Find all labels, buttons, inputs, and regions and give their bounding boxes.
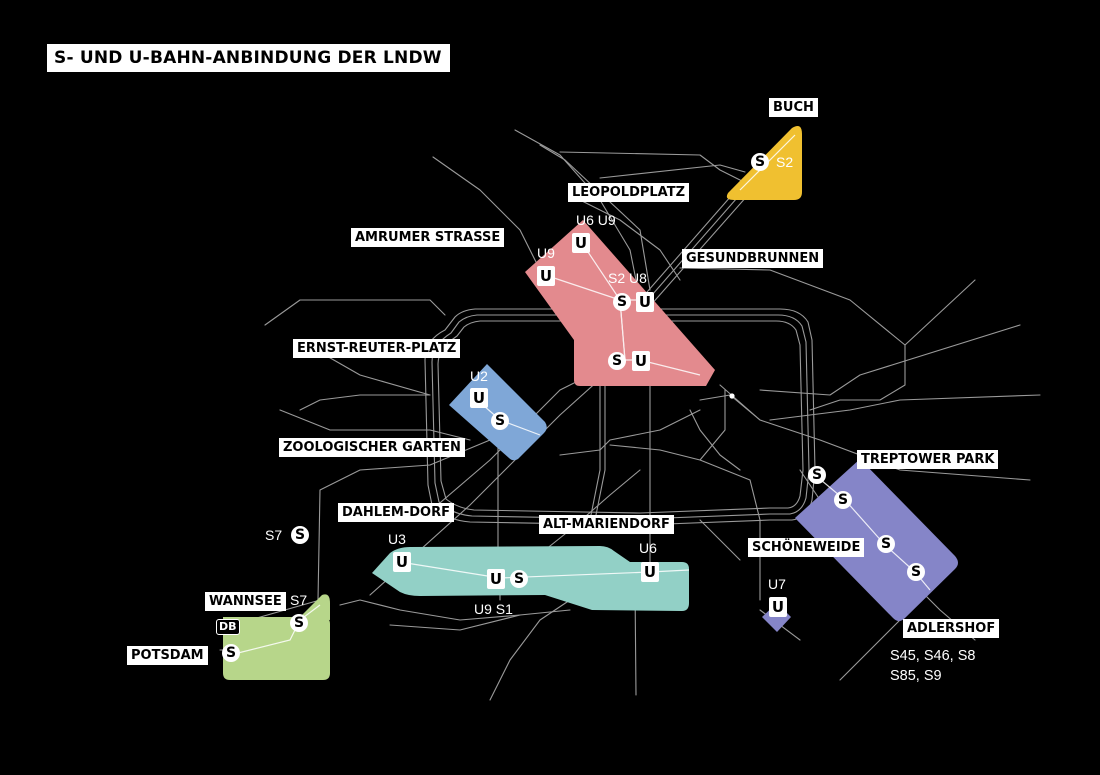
line-label-adlershof-1: S45, S46, S8 — [890, 648, 976, 664]
s-bahn-icon-potsdam: S — [222, 644, 240, 662]
s-bahn-icon-treptower: S — [808, 466, 826, 484]
s-bahn-icon-wedding: S — [608, 352, 626, 370]
u-bahn-icon-alt-mariendorf: U — [641, 562, 659, 582]
u-bahn-icon-ernst-reuter: U — [470, 388, 488, 408]
mariendorf-area — [372, 546, 689, 611]
s-bahn-icon-tempelhof: S — [510, 570, 528, 588]
s-bahn-icon-zoo: S — [491, 412, 509, 430]
line-label-schoeneweide: U7 — [768, 576, 786, 592]
line-label-dahlem: U3 — [388, 531, 406, 547]
line-label-buch: S2 — [776, 154, 794, 170]
station-label-wannsee: WANNSEE — [205, 592, 286, 611]
station-label-amrumer-strasse: AMRUMER STRASSE — [351, 228, 505, 247]
s-bahn-icon-adlershof-3: S — [907, 563, 925, 581]
station-label-adlershof: ADLERSHOF — [903, 619, 1000, 638]
wannsee-area-notch — [300, 594, 330, 620]
u-bahn-icon-gesundbrunnen: U — [636, 292, 654, 312]
station-label-dahlem-dorf: DAHLEM-DORF — [338, 503, 454, 522]
s-bahn-icon-buch: S — [751, 153, 769, 171]
line-label-s7-north: S7 — [265, 527, 283, 543]
station-label-leopoldplatz: LEOPOLDPLATZ — [568, 183, 690, 202]
line-label-adlershof-2: S85, S9 — [890, 668, 942, 684]
line-label-alt-mariendorf: U6 — [639, 540, 657, 556]
line-label-tempelhof: U9 S1 — [474, 601, 513, 617]
station-label-gesundbrunnen: GESUNDBRUNNEN — [682, 249, 824, 268]
wannsee-area — [223, 617, 330, 680]
station-label-treptower-park: TREPTOWER PARK — [857, 450, 999, 469]
s-bahn-icon-wannsee: S — [290, 614, 308, 632]
s-bahn-icon-adlershof-1: S — [834, 491, 852, 509]
line-label-amrumer: U9 — [537, 245, 555, 261]
rail-network — [219, 129, 1041, 701]
u-bahn-icon-leopoldplatz: U — [572, 233, 590, 253]
s-bahn-icon-gesundbrunnen: S — [613, 293, 631, 311]
line-label-leopoldplatz: U6 U9 — [576, 212, 616, 228]
db-icon-wannsee: DB — [216, 619, 240, 635]
map-title: S- UND U-BAHN-ANBINDUNG DER LNDW — [47, 44, 450, 72]
s-bahn-icon-s7-north: S — [291, 526, 309, 544]
station-label-alt-mariendorf: ALT-MARIENDORF — [539, 515, 674, 534]
line-label-ernst-reuter: U2 — [470, 368, 488, 384]
station-label-zoologischer-garten: ZOOLOGISCHER GARTEN — [279, 438, 465, 457]
junction-dot — [729, 393, 735, 399]
station-label-buch: BUCH — [769, 98, 818, 117]
u-bahn-icon-tempelhof: U — [487, 569, 505, 589]
line-label-wannsee: S7 — [290, 592, 308, 608]
u-bahn-icon-wedding: U — [632, 351, 650, 371]
u-bahn-icon-amrumer: U — [537, 266, 555, 286]
station-label-schoeneweide: SCHÖNEWEIDE — [748, 538, 865, 557]
s-bahn-icon-adlershof-2: S — [877, 535, 895, 553]
u-bahn-icon-dahlem: U — [393, 552, 411, 572]
station-label-potsdam: POTSDAM — [127, 646, 208, 665]
line-label-gesundbrunnen: S2 U8 — [608, 270, 647, 286]
station-label-ernst-reuter-platz: ERNST-REUTER-PLATZ — [293, 339, 461, 358]
u-bahn-icon-schoeneweide: U — [769, 597, 787, 617]
